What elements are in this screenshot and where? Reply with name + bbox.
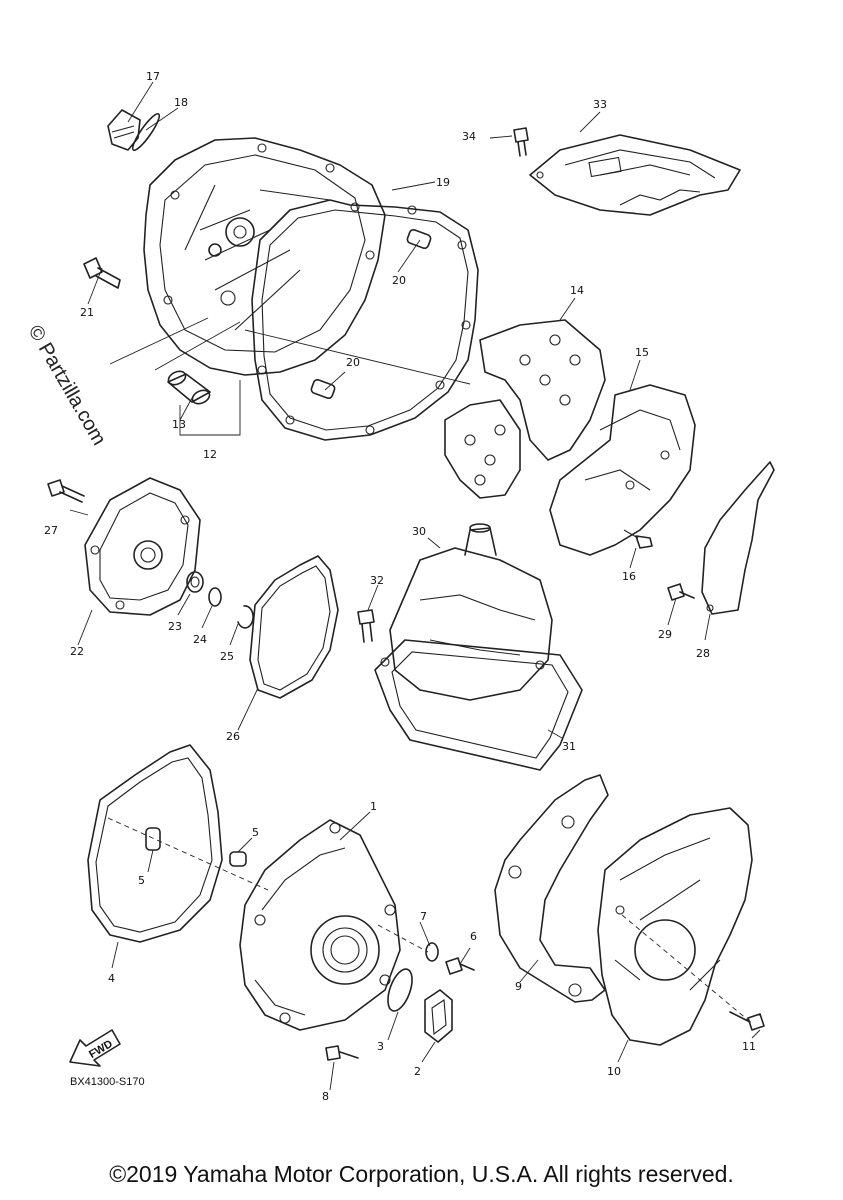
callout-15: 15 <box>635 346 649 359</box>
screw-16 <box>623 529 653 549</box>
callout-28: 28 <box>696 647 710 660</box>
drawing-code: BX41300-S170 <box>70 1076 145 1088</box>
bracket-9 <box>494 774 609 1003</box>
callout-3: 3 <box>377 1040 384 1053</box>
bolt-29 <box>667 583 695 601</box>
heat-shield-14 <box>444 319 606 499</box>
callout-5-right: 5 <box>252 826 259 839</box>
callout-31: 31 <box>562 740 576 753</box>
callout-14: 14 <box>570 284 584 297</box>
bolt-32 <box>357 609 375 643</box>
callout-20-upper: 20 <box>392 274 406 287</box>
washer-7 <box>425 942 439 962</box>
callout-1: 1 <box>370 800 377 813</box>
callout-16: 16 <box>622 570 636 583</box>
oring-3 <box>387 968 413 1012</box>
cover-10 <box>597 807 753 1046</box>
callout-29: 29 <box>658 628 672 641</box>
oil-pump-cover-22 <box>84 477 201 616</box>
fwd-label: FWD <box>87 1038 115 1061</box>
callout-24: 24 <box>193 633 207 646</box>
callout-11: 11 <box>742 1040 756 1053</box>
callout-23: 23 <box>168 620 182 633</box>
copyright-notice: ©2019 Yamaha Motor Corporation, U.S.A. A… <box>109 1161 734 1187</box>
callout-2: 2 <box>414 1065 421 1078</box>
callout-32: 32 <box>370 574 384 587</box>
callout-30: 30 <box>412 525 426 538</box>
callout-10: 10 <box>607 1065 621 1078</box>
generator-cover-1 <box>239 819 401 1031</box>
dowel-5-left <box>145 827 161 851</box>
callout-26: 26 <box>226 730 240 743</box>
callout-12: 12 <box>203 448 217 461</box>
callout-9: 9 <box>515 980 522 993</box>
gasket-31 <box>374 639 583 771</box>
oil-filler-cap <box>107 109 161 152</box>
callout-13: 13 <box>172 418 186 431</box>
bolt-11 <box>729 1011 765 1031</box>
callout-18: 18 <box>174 96 188 109</box>
callout-20-lower: 20 <box>346 356 360 369</box>
callout-5-left: 5 <box>138 874 145 887</box>
callout-21: 21 <box>80 306 94 319</box>
callout-25: 25 <box>220 650 234 663</box>
callout-22: 22 <box>70 645 84 658</box>
callout-7: 7 <box>420 910 427 923</box>
gasket-26 <box>249 555 339 699</box>
bolt-34 <box>513 127 529 157</box>
dowel-pin-upper <box>406 228 432 250</box>
heat-shield-15 <box>549 384 696 556</box>
dowel-5-right <box>229 851 247 867</box>
plug-2 <box>424 989 453 1043</box>
cover-30 <box>380 523 553 701</box>
dowel-pin-lower <box>310 378 336 400</box>
bracket-28 <box>701 461 775 615</box>
callout-6: 6 <box>470 930 477 943</box>
callout-33: 33 <box>593 98 607 111</box>
callout-17: 17 <box>146 70 160 83</box>
gasket-4 <box>87 744 223 943</box>
bolt-6 <box>445 957 475 975</box>
circlip-25 <box>237 605 254 629</box>
bolt-8 <box>325 1045 359 1061</box>
crankcase-cover-right <box>143 137 386 376</box>
callout-4: 4 <box>108 972 115 985</box>
fwd-arrow-icon: FWD <box>69 1029 121 1067</box>
seal-23 <box>186 571 204 593</box>
washer-24 <box>208 587 222 607</box>
bolt-21 <box>83 257 121 289</box>
cover-plate-33 <box>529 134 741 216</box>
bolt-27 <box>47 479 85 503</box>
leader-lines <box>69 81 761 1091</box>
callout-19: 19 <box>436 176 450 189</box>
callout-8: 8 <box>322 1090 329 1103</box>
callout-27: 27 <box>44 524 58 537</box>
callout-labels: 1 2 3 4 5 5 5 6 7 8 9 10 11 12 13 14 15 … <box>44 70 756 1103</box>
crankcase-cover-gasket <box>251 199 479 441</box>
partzilla-watermark: © Partzilla.com <box>24 322 110 450</box>
dowel-13 <box>167 370 211 405</box>
callout-34: 34 <box>462 130 476 143</box>
